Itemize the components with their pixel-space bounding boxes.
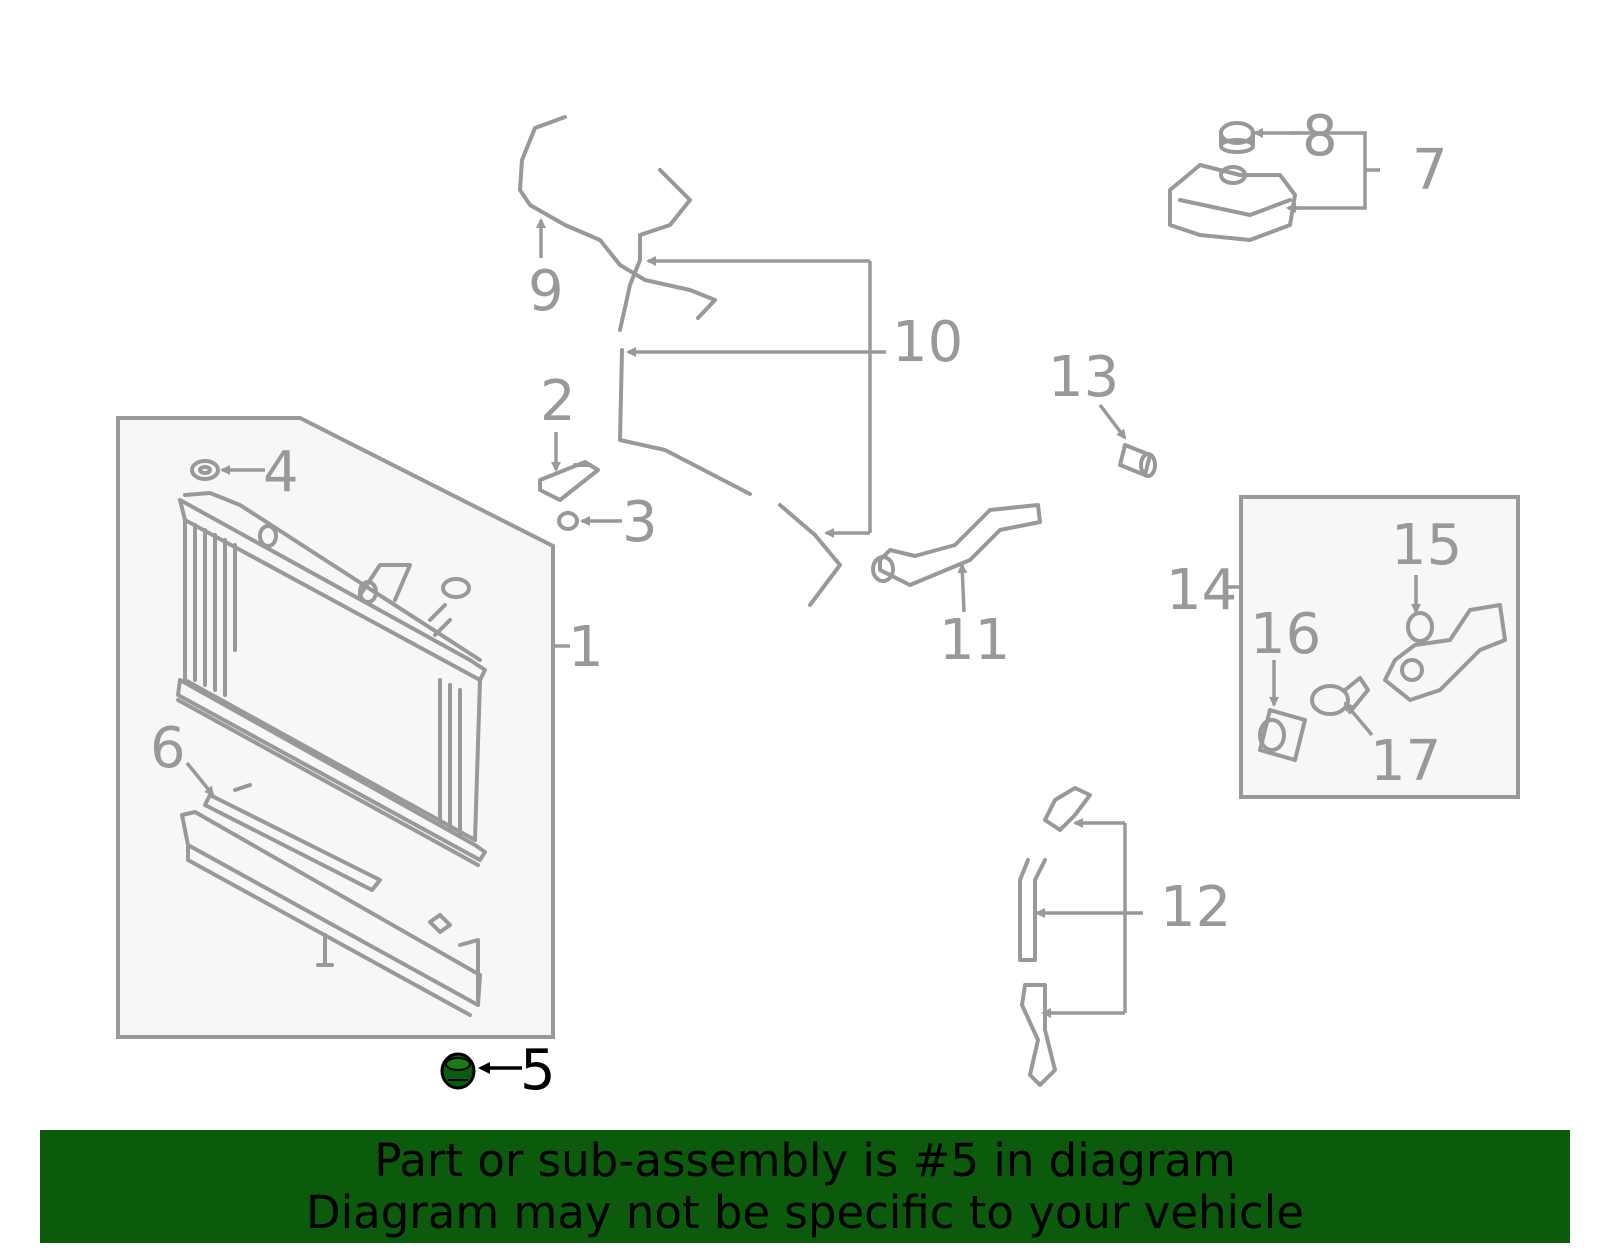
callout-1: 1 [568,615,604,680]
washer-part-4 [190,459,471,599]
reservoir-part-7 [1168,163,1297,242]
radiator-drawing [176,491,487,867]
leader-lines [185,128,1421,1074]
callout-16: 16 [1250,602,1321,667]
callout-9: 9 [528,259,564,324]
callout-15: 15 [1391,513,1462,578]
thermostat-panel-part-14 [1239,495,1520,799]
callout-14: 14 [1166,558,1237,623]
outlet-part-16 [1258,708,1307,762]
callout-12: 12 [1160,875,1231,940]
callout-7: 7 [1412,138,1448,203]
hose-part-11 [871,503,1042,587]
hoses-part-12 [1018,786,1092,1087]
callout-4: 4 [263,440,299,505]
lower-shroud-drawing [180,810,482,1017]
callout-13: 13 [1048,345,1119,410]
callout-17: 17 [1370,729,1441,794]
callout-5: 5 [520,1038,556,1103]
callout-10: 10 [892,310,963,375]
callout-11: 11 [939,608,1010,673]
hoses-part-10 [618,168,842,607]
callout-2: 2 [540,369,576,434]
info-banner: Part or sub-assembly is #5 in diagram Di… [40,1130,1570,1243]
plug-part-5 [440,1052,476,1090]
hose-part-13 [1118,443,1157,478]
bracket-part-6 [203,783,382,892]
callout-3: 3 [622,490,658,555]
callout-6: 6 [150,716,186,781]
callout-8: 8 [1302,104,1338,169]
hose-part-9 [518,115,717,320]
gasket-part-17 [1310,676,1370,716]
cap-part-8 [1219,121,1255,154]
bracket-part-2 [538,460,600,502]
banner-line-1: Part or sub-assembly is #5 in diagram [374,1133,1236,1187]
banner-line-2: Diagram may not be specific to your vehi… [306,1185,1304,1239]
nut-part-3 [557,511,579,531]
